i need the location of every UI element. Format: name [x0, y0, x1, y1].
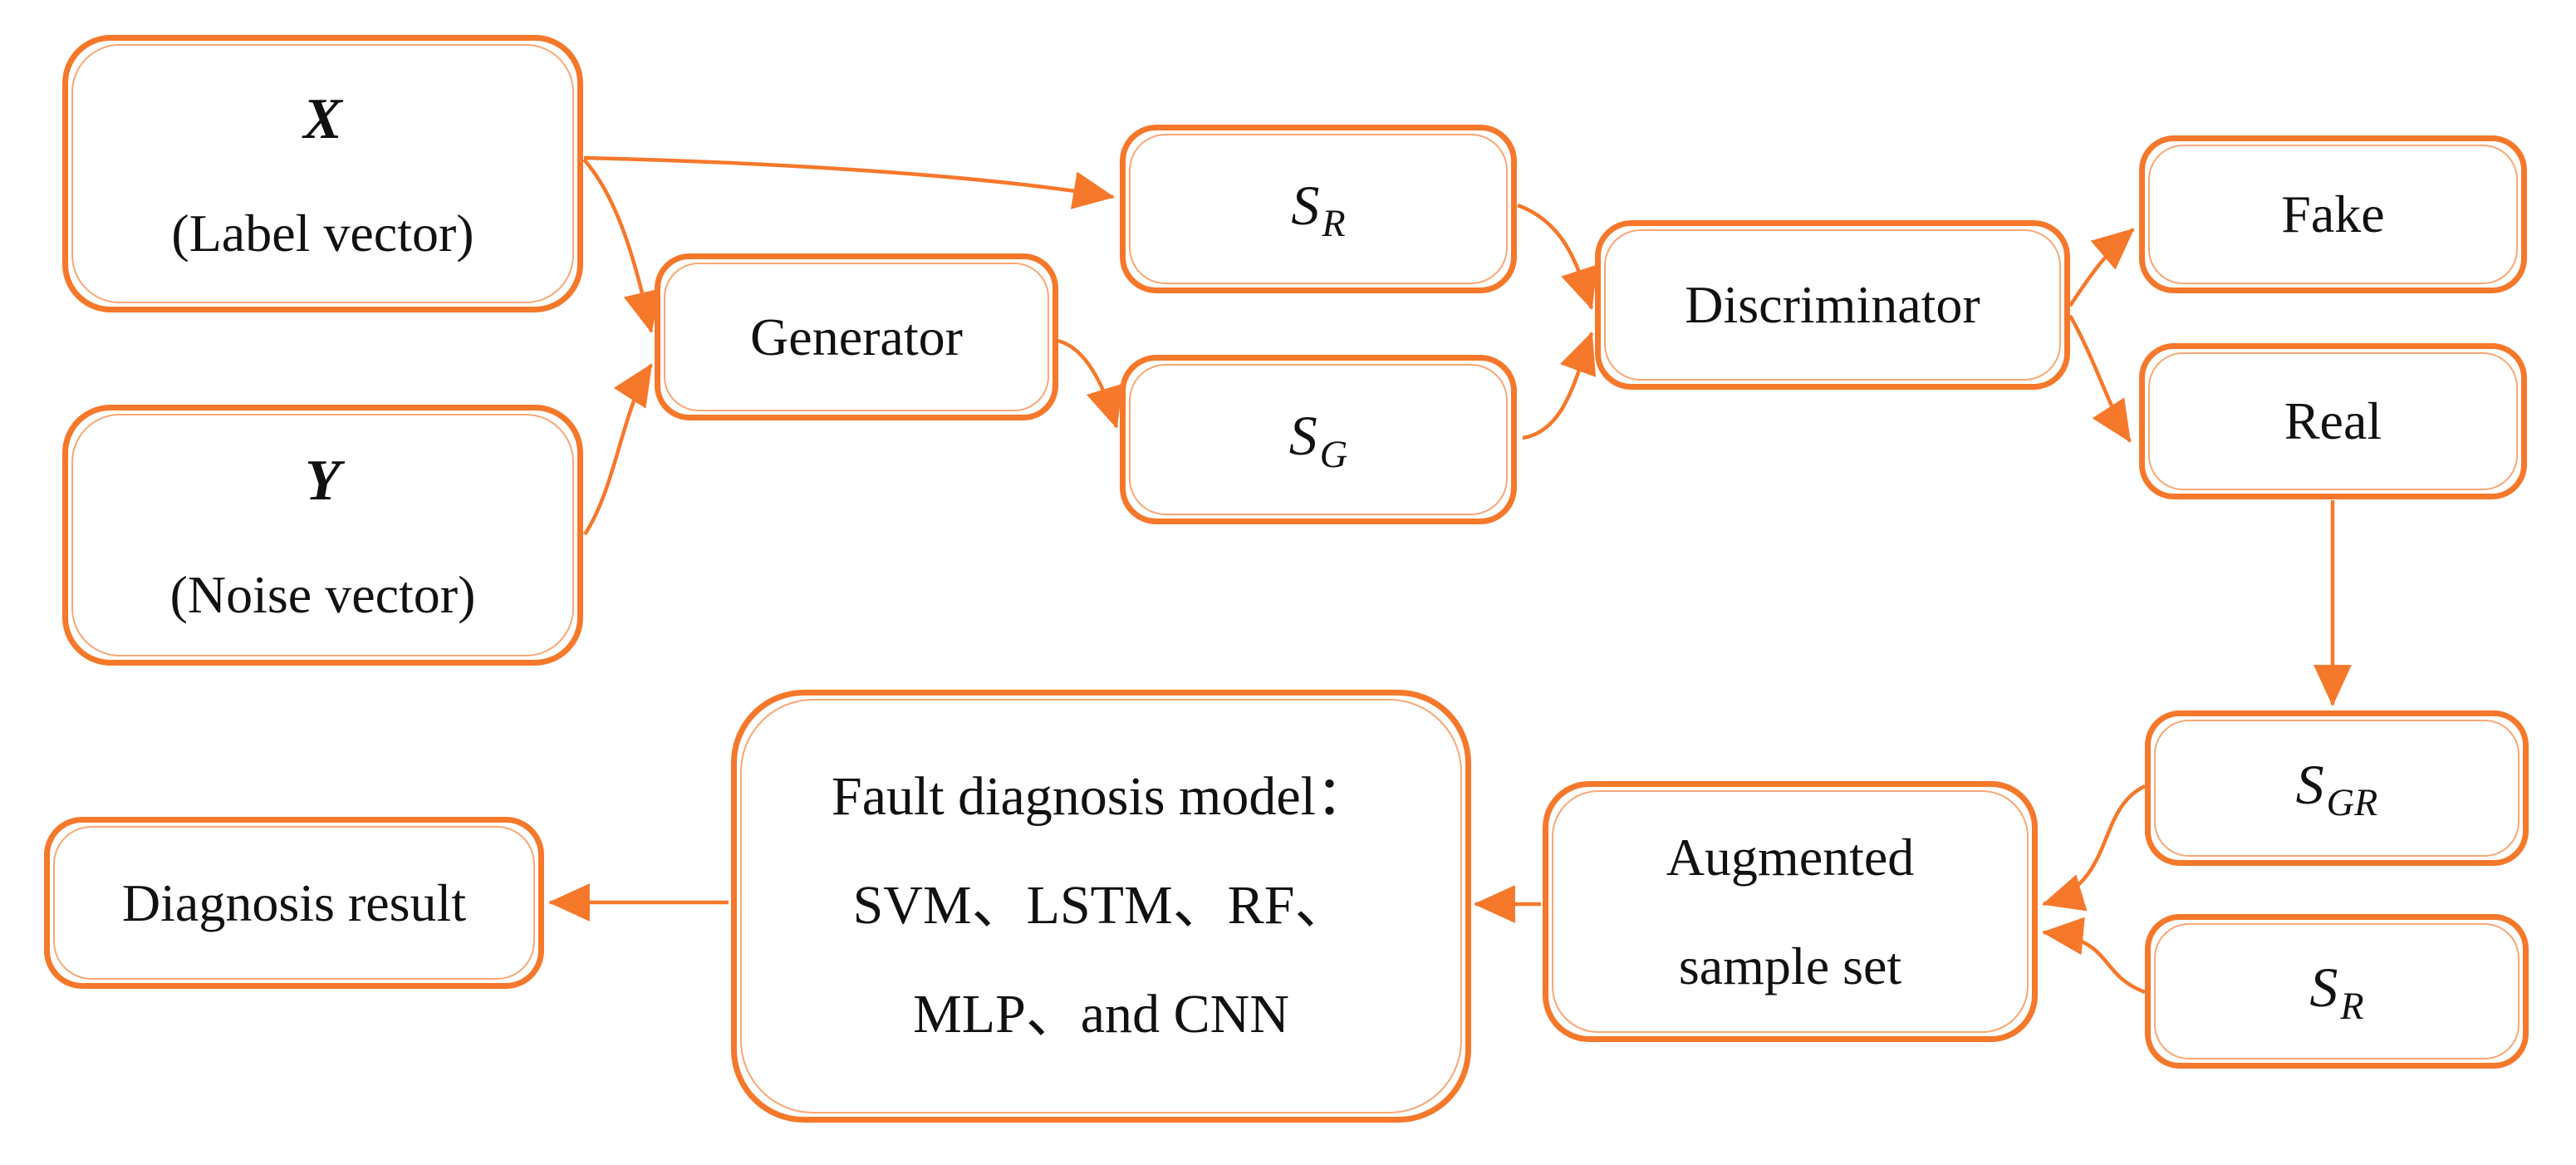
- generator-label: Generator: [750, 307, 963, 366]
- sr-bottom-formula: SR: [2309, 951, 2363, 1032]
- node-augmented-sample-set: Augmented sample set: [1543, 781, 2038, 1042]
- arrow-srbottom-to-augmented: [2041, 917, 2146, 995]
- sr-subscript: R: [1322, 203, 1346, 246]
- node-sg-generated-samples: SG: [1120, 355, 1517, 524]
- sr-base: S: [1291, 173, 1320, 237]
- node-fault-diagnosis-model: Fault diagnosis model： SVM、LSTM、RF、 MLP、…: [731, 690, 1471, 1123]
- sr-formula: SR: [1291, 169, 1345, 250]
- node-noise-vector: Y (Noise vector): [62, 405, 583, 666]
- noise-vector-caption: (Noise vector): [169, 565, 476, 625]
- node-sgr-samples: SGR: [2145, 710, 2529, 866]
- arrow-sr-to-discriminator: [1517, 203, 1597, 310]
- node-generator: Generator: [655, 253, 1058, 420]
- sgr-subscript: GR: [2326, 782, 2378, 825]
- real-label: Real: [2284, 391, 2382, 451]
- fault-model-line3: MLP、and CNN: [913, 983, 1289, 1045]
- sg-base: S: [1288, 404, 1317, 468]
- fault-model-line1: Fault diagnosis model：: [832, 766, 1371, 828]
- arrow-discriminator-to-fake: [2068, 228, 2135, 307]
- arrow-discriminator-to-real: [2068, 314, 2132, 443]
- node-diagnosis-result: Diagnosis result: [44, 817, 544, 989]
- sg-formula: SG: [1289, 399, 1347, 480]
- arrow-sg-to-discriminator: [1522, 332, 1597, 440]
- arrow-y-to-generator: [583, 363, 653, 536]
- augmented-line2: sample set: [1678, 936, 1902, 995]
- node-fake: Fake: [2139, 135, 2527, 293]
- noise-vector-symbol: Y: [305, 448, 341, 513]
- arrow-x-to-generator: [582, 158, 661, 334]
- augmented-line1: Augmented: [1666, 827, 1915, 887]
- node-label-vector: X (Label vector): [62, 35, 583, 312]
- fault-model-line2: SVM、LSTM、RF、: [852, 875, 1350, 936]
- diagnosis-result-label: Diagnosis result: [121, 873, 467, 932]
- node-discriminator: Discriminator: [1595, 220, 2070, 390]
- node-sr-bottom-samples: SR: [2145, 914, 2529, 1069]
- node-real: Real: [2139, 343, 2527, 499]
- fake-label: Fake: [2281, 184, 2385, 244]
- sgr-base: S: [2295, 752, 2324, 816]
- sr-bottom-base: S: [2309, 956, 2338, 1020]
- label-vector-symbol: X: [303, 86, 342, 151]
- sgr-formula: SGR: [2296, 748, 2378, 829]
- label-vector-caption: (Label vector): [171, 204, 474, 263]
- arrow-x-to-sr: [583, 155, 1116, 209]
- discriminator-label: Discriminator: [1685, 275, 1980, 335]
- sr-bottom-subscript: R: [2340, 985, 2364, 1028]
- arrow-sgr-to-augmented: [2042, 784, 2146, 912]
- sg-subscript: G: [1319, 433, 1348, 476]
- arrow-generator-to-sg: [1057, 338, 1123, 429]
- node-sr-real-samples: SR: [1120, 125, 1517, 293]
